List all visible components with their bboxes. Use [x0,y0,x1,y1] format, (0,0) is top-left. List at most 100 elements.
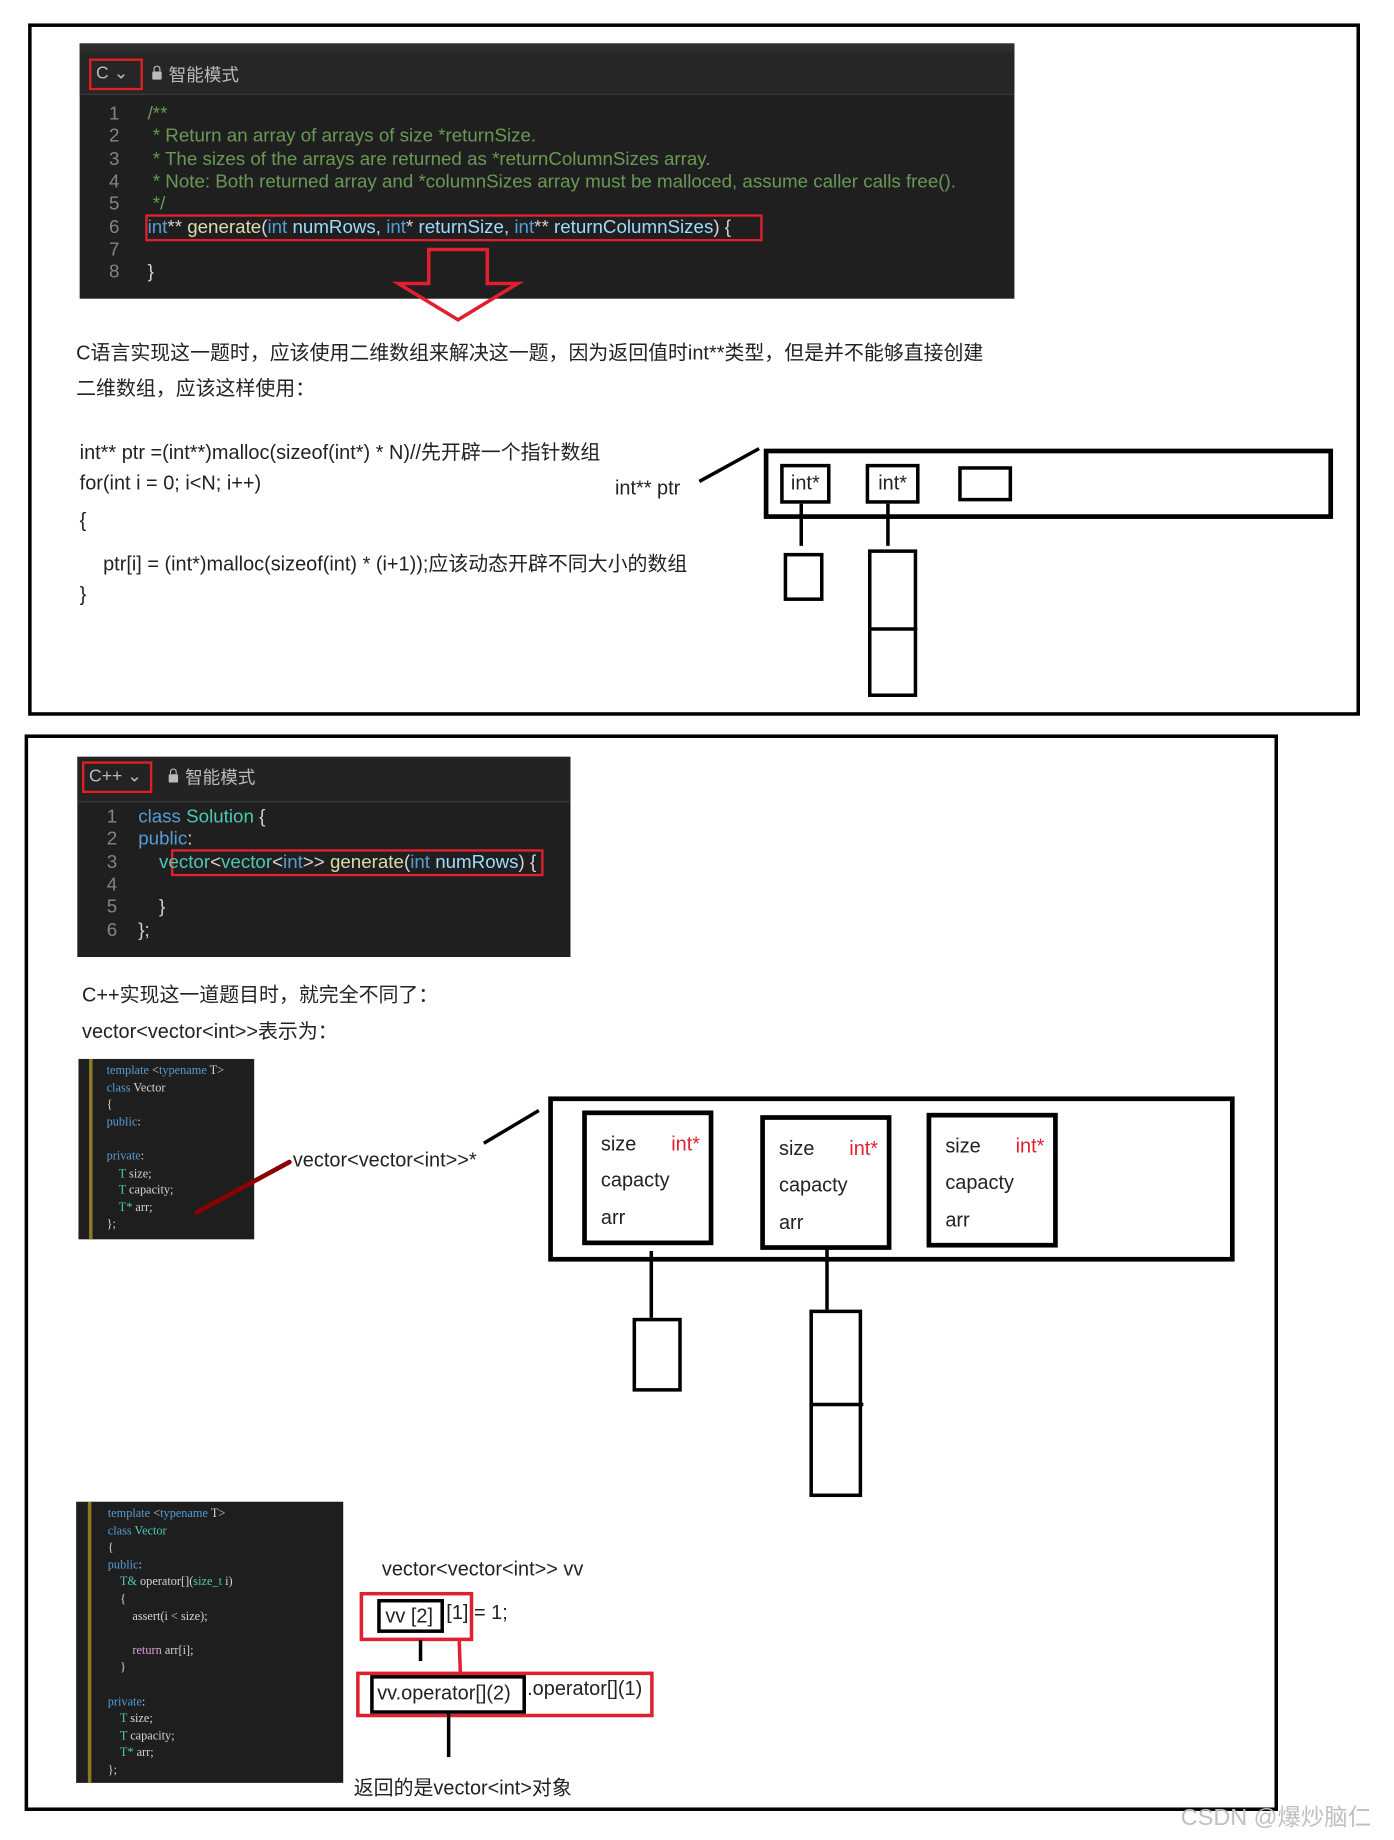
lock-icon [152,65,162,80]
code-token: generate [329,852,404,873]
code-token: }; [138,920,150,941]
line-number: 3 [109,149,120,170]
call-highlight [356,1671,654,1718]
code-token: ** [534,217,554,238]
vector-size-field: size [600,1132,637,1156]
watermark: CSDN @爆炒脑仁 [1180,1805,1372,1831]
editor-header [79,43,1015,95]
code-token: int [147,217,168,238]
language-select[interactable]: C++ ⌄ [81,761,153,794]
vector-arr-field: arr [778,1211,804,1234]
code-token: arr[i]; [161,1644,194,1658]
line-number: 1 [109,104,120,125]
code-line: { [108,1593,126,1606]
pointer-cell: int* [865,463,920,504]
code-token: : [138,1558,142,1572]
code-token: int [386,217,407,238]
chevron-down-icon: ⌄ [113,63,129,84]
code-token: : [140,1150,145,1164]
operator-call-2: vv.operator[](2) [370,1675,526,1714]
c-section-frame [28,23,1360,716]
code-token: T [107,1729,128,1743]
code-token: T [106,1184,126,1198]
code-token: * The sizes of the arrays are returned a… [147,149,711,170]
line-number: 5 [109,194,120,215]
code-token: numRows [435,852,519,873]
code-line: /** [148,104,168,125]
code-line: template <typename T> [108,1508,226,1521]
signature-highlight [145,214,763,242]
code-line: { [108,1542,114,1555]
code-token: < [272,852,284,873]
line-number: 4 [109,172,120,192]
arr-pointer-line [194,1159,292,1215]
code-token: { [253,807,266,828]
code-token: T [107,1712,128,1726]
pointer-type-label: vector<vector<int>>* [292,1149,477,1172]
code-line: private: [107,1150,145,1163]
down-arrow-icon [392,247,525,322]
code-token: ** [167,217,188,238]
code-line: T capacity; [108,1730,175,1743]
vector-array-box [548,1096,1235,1262]
code-token: { [106,1098,113,1112]
code-token: } [107,1661,126,1675]
code-token: : [187,829,193,850]
vector-capacity-field: capacty [600,1169,670,1192]
code-token: typename [158,1064,207,1078]
vector-size-field: size [945,1135,981,1158]
code-token: { [107,1541,114,1555]
code-token: int [514,217,535,238]
code-line: * Return an array of arrays of size *ret… [148,127,537,148]
c-explanation-line-1: C语言实现这一题时，应该使用二维数组来解决这一题，因为返回值时int**类型，但… [76,342,984,365]
line-number: 3 [106,852,118,873]
code-line: public: [107,1116,141,1129]
line-number: 6 [106,920,118,941]
code-token: template [106,1064,149,1078]
code-line: class Vector [107,1082,166,1095]
line-number: 2 [106,829,118,850]
c-code-editor: C ⌄ 智能模式 1 /** 2 * Return an array of arra… [79,43,1015,299]
code-token: Vector [130,1081,166,1095]
link-line-red [457,1639,463,1673]
c-explanation-line-2: 二维数组，应该这样使用： [76,377,316,400]
code-token: public [106,1116,138,1129]
code-token: class [107,1524,132,1538]
code-token: class [138,807,181,828]
code-line: class Vector [108,1525,167,1538]
code-token: template [107,1507,151,1521]
code-token: assert [107,1610,161,1624]
smart-mode: 智能模式 [168,765,255,790]
code-token: < [148,1064,159,1078]
ptr-label: int** ptr [614,476,681,500]
line-number: 8 [109,262,120,283]
pointer-type-field: int* [671,1132,701,1156]
language-label: C [96,63,109,84]
code-token: public [107,1558,139,1572]
code-token: arr; [133,1747,154,1760]
code-token: */ [147,194,166,215]
code-token: ) { [713,217,732,238]
smart-mode-label: 智能模式 [168,65,239,86]
language-select[interactable]: C ⌄ [89,58,143,91]
code-line: vector<vector<int>> generate(int numRows… [138,852,536,873]
code-token: private [107,1695,142,1709]
code-line: public: [108,1559,142,1572]
code-line: T* arr; [108,1747,154,1760]
ptr-pointer-line [698,447,760,483]
code-token: T [106,1167,126,1181]
editor-header [77,756,571,803]
code-token: T* [106,1201,133,1215]
line-number: 2 [109,126,120,147]
pointer-cell: int* [780,463,831,504]
snippet-line: for(int i = 0; i<N; i++) [79,472,262,495]
code-token: ( [403,852,411,873]
pointer-array-box [763,448,1334,519]
code-token: class [106,1081,131,1095]
code-line: T capacity; [107,1185,174,1198]
lock-icon [168,768,179,783]
code-token: returnSize [418,217,504,238]
code-token: ) { [518,852,537,873]
code-token: } [138,897,166,918]
